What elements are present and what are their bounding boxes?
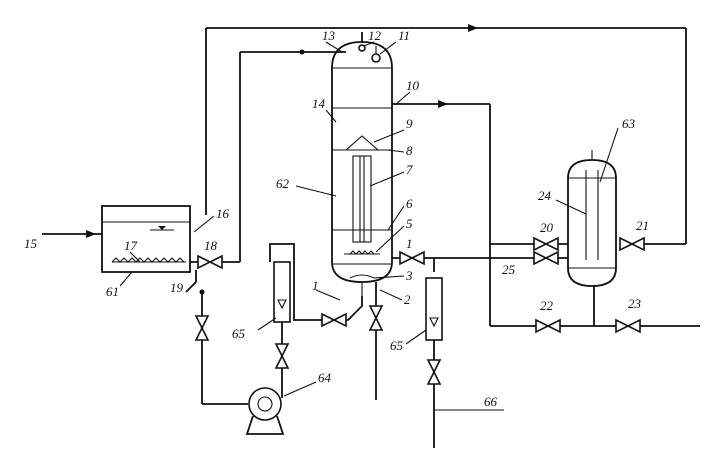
- label-5: 5: [406, 216, 413, 231]
- label-25: 25: [502, 262, 516, 277]
- leader-lines: [119, 41, 619, 397]
- label-65-left: 65: [232, 326, 246, 341]
- separator-vessel: [567, 150, 617, 287]
- label-7: 7: [406, 162, 413, 177]
- label-13: 13: [322, 28, 336, 43]
- recycle-top-line: [205, 24, 687, 245]
- pump-icon[interactable]: [245, 387, 285, 435]
- bottom-drain: [368, 282, 384, 400]
- label-10: 10: [406, 78, 420, 93]
- label-63: 63: [622, 116, 636, 131]
- label-16: 16: [216, 206, 230, 221]
- reactor-column: [331, 41, 393, 296]
- gate-valve-icon[interactable]: [533, 250, 559, 266]
- gate-valve-icon[interactable]: [321, 312, 347, 328]
- label-2: 2: [404, 292, 411, 307]
- label-19: 19: [170, 280, 184, 295]
- top-nozzles: [358, 32, 381, 63]
- label-3: 3: [405, 268, 413, 283]
- label-20: 20: [540, 220, 554, 235]
- gate-valve-icon[interactable]: [197, 254, 223, 270]
- outlet-line-66: [426, 340, 504, 448]
- gate-valve-icon[interactable]: [399, 250, 425, 266]
- label-24: 24: [538, 188, 552, 203]
- label-23: 23: [628, 296, 642, 311]
- label-64: 64: [318, 370, 332, 385]
- gate-valve-icon[interactable]: [194, 315, 210, 341]
- label-1-bottom: 1: [312, 278, 319, 293]
- label-66: 66: [484, 394, 498, 409]
- label-18: 18: [204, 238, 218, 253]
- gas-return-line: [239, 49, 346, 262]
- label-17: 17: [124, 238, 138, 253]
- flowmeter-icon[interactable]: [273, 261, 291, 323]
- label-21: 21: [636, 218, 649, 233]
- label-15: 15: [24, 236, 38, 251]
- gate-valve-icon[interactable]: [274, 343, 290, 369]
- label-65-right: 65: [390, 338, 404, 353]
- gate-valve-icon[interactable]: [533, 236, 559, 252]
- gauge-icon: [371, 53, 381, 63]
- flowmeter-icon[interactable]: [425, 277, 443, 341]
- label-22: 22: [540, 298, 554, 313]
- label-1-valve: 1: [406, 236, 413, 251]
- label-61: 61: [106, 284, 119, 299]
- label-6: 6: [406, 196, 413, 211]
- gate-valve-icon[interactable]: [619, 236, 645, 252]
- label-9: 9: [406, 116, 413, 131]
- label-12: 12: [368, 28, 382, 43]
- label-14: 14: [312, 96, 326, 111]
- gate-valve-icon[interactable]: [615, 318, 641, 334]
- label-62: 62: [276, 176, 290, 191]
- gate-valve-icon[interactable]: [535, 318, 561, 334]
- label-8: 8: [406, 143, 413, 158]
- label-11: 11: [398, 28, 410, 43]
- callout-labels: 13 12 11 10 14 9 8 7 62 6 5 1 3 2 1 63 2…: [24, 28, 649, 409]
